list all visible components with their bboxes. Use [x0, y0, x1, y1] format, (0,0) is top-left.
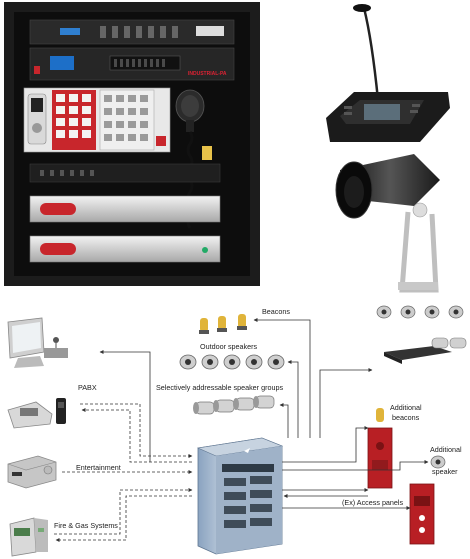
entertainment-device [7, 455, 57, 489]
horn-loudspeaker [335, 154, 440, 293]
network-speaker-cluster [376, 305, 467, 364]
label-speaker-groups: Selectively addressable speaker groups [156, 383, 283, 392]
label-pabx: PABX [78, 383, 97, 392]
computer-workstation [7, 317, 68, 368]
additional-beacon-panel [367, 408, 393, 489]
label-access-panels: (Ex) Access panels [342, 498, 404, 507]
rack-cabinet: INDUSTRIAL-PA [4, 2, 260, 286]
access-panel [409, 455, 446, 545]
label-fire-gas: Fire & Gas Systems [54, 521, 118, 530]
beacon-group [199, 314, 247, 334]
central-pa-cabinet [196, 437, 284, 555]
label-outdoor-speakers: Outdoor speakers [200, 342, 258, 351]
connection-lines [99, 318, 429, 510]
dashed-input-lines [54, 403, 193, 542]
label-additional-speaker-2: speaker [432, 467, 458, 476]
label-additional-speaker-1: Additional [430, 445, 462, 454]
desk-microphone-console [326, 4, 450, 142]
label-additional-beacons-2: beacons [392, 413, 420, 422]
label-beacons: Beacons [262, 307, 290, 316]
rack-brand: INDUSTRIAL-PA [188, 71, 227, 77]
label-additional-beacons-1: Additional [390, 403, 422, 412]
label-entertainment: Entertainment [76, 463, 121, 472]
outdoor-speaker-group [179, 354, 285, 370]
fire-gas-panel [9, 517, 48, 557]
speaker-group-array [193, 395, 275, 415]
rack-unit-switch [29, 163, 221, 183]
pabx-telephone [7, 398, 66, 429]
